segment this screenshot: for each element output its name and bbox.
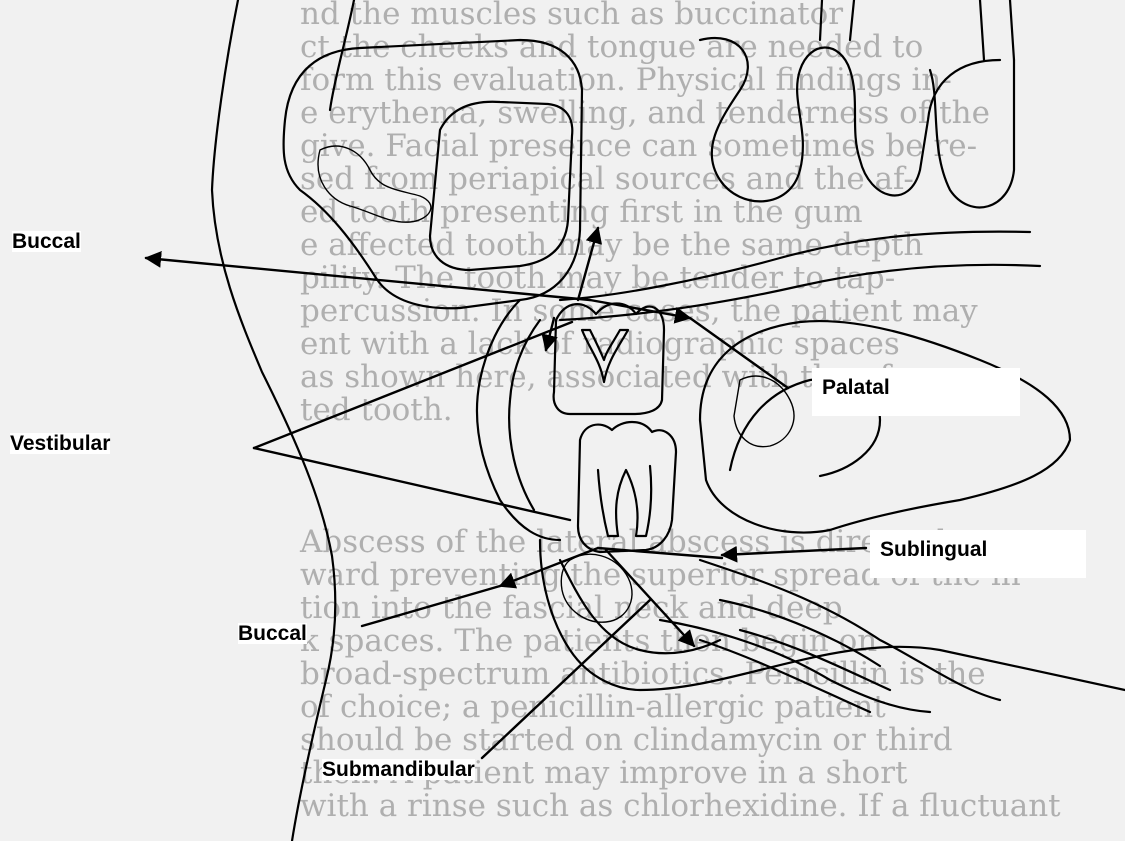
arrow-submandibular [606,550,694,646]
vestibule-tissue [477,300,560,540]
bone-texture-2 [561,554,632,622]
maxillary-tooth-pulp [582,330,628,382]
bone-texture [318,146,431,222]
arrow-down-vestibule [546,318,554,350]
label-sublingual: Sublingual [870,530,1086,578]
vestibule-tissue-2 [509,320,540,510]
label-submandibular: Submandibular [322,759,475,780]
mandibular-tooth-pulp [598,466,651,536]
label-buccal-upper: Buccal [12,231,81,252]
leader-buccal-lower [362,586,500,626]
mylohyoid [660,620,930,712]
floor-of-mouth [700,560,1000,700]
arrow-buccal-lower [500,548,598,586]
nasal-septum [980,0,1014,60]
mandibular-tooth [578,422,676,552]
leader-vestibular-lower [254,448,570,520]
mandible-canal [560,560,720,653]
maxillary-sinus-inner [430,102,572,270]
spread-arrows [146,228,866,758]
leader-submandibular [482,600,650,758]
maxillary-sinus [284,40,582,308]
neck-outline [330,0,354,110]
arrow-sublingual [722,548,866,555]
leader-sublingual [598,548,722,558]
label-palatal: Palatal [812,368,1020,416]
nasal-turbinate [700,38,1000,201]
leader-vestibular-upper [254,322,572,448]
label-buccal-lower: Buccal [238,623,307,644]
label-vestibular: Vestibular [10,433,110,454]
tongue [700,321,1070,532]
cheek-outline [212,0,335,841]
arrow-up-sinus [578,228,598,300]
